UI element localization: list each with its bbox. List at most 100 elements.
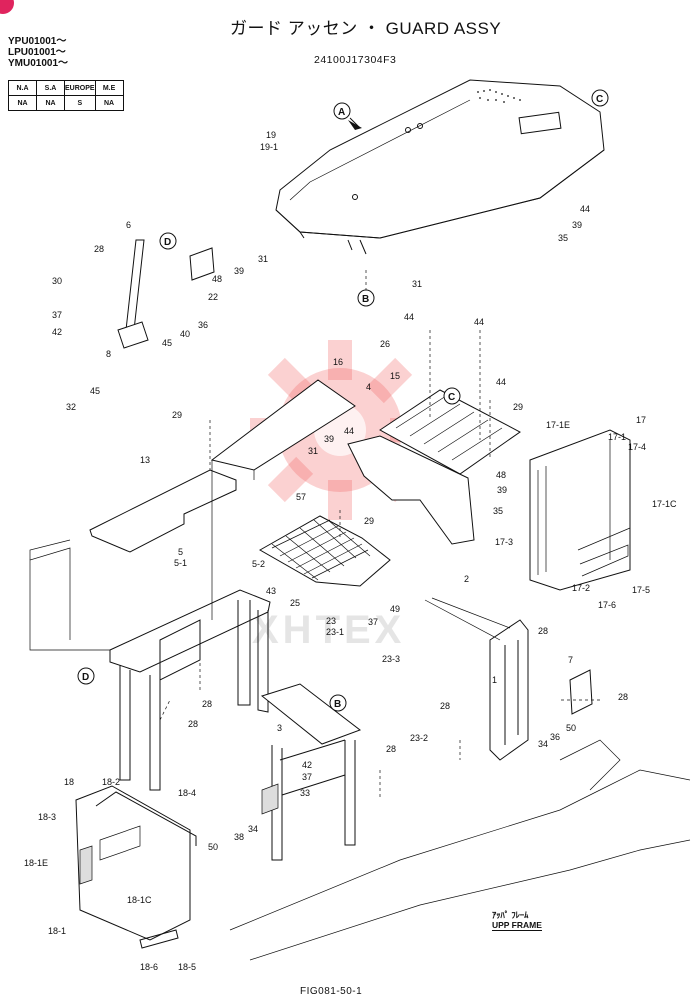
label-23-1: 23-1 (326, 627, 344, 637)
label-18-2: 18-2 (102, 777, 120, 787)
label-17-5: 17-5 (632, 585, 650, 595)
label-17-4: 17-4 (628, 442, 646, 452)
front-frame-3 (260, 683, 362, 861)
label-23-2: 23-2 (410, 733, 428, 743)
label-36-a: 36 (198, 320, 208, 330)
label-39-b: 39 (572, 220, 582, 230)
label-18-1c: 18-1C (127, 895, 152, 905)
part-labels: 1 2 3 4 5 5-1 5-2 6 7 8 13 15 16 17 17-1… (24, 130, 677, 972)
label-32: 32 (66, 402, 76, 412)
region-value-sa: NA (36, 95, 65, 111)
label-28-e: 28 (386, 744, 396, 754)
label-30: 30 (52, 276, 62, 286)
label-39-d: 39 (497, 485, 507, 495)
label-7: 7 (568, 655, 573, 665)
label-18: 18 (64, 777, 74, 787)
figure-number: FIG081-50-1 (300, 986, 363, 997)
callout-a: A (333, 102, 351, 120)
label-28-c: 28 (202, 699, 212, 709)
label-17-2: 17-2 (572, 583, 590, 593)
label-28-a: 28 (94, 244, 104, 254)
label-40: 40 (180, 329, 190, 339)
label-37-b: 37 (368, 617, 378, 627)
label-33: 33 (300, 788, 310, 798)
label-3: 3 (277, 723, 282, 733)
label-34-a: 34 (248, 824, 258, 834)
callout-b-low: B (329, 694, 347, 712)
label-29-b: 29 (513, 402, 523, 412)
watermark-text: XHTEX (252, 608, 406, 652)
region-value-me: NA (94, 95, 124, 111)
label-8: 8 (106, 349, 111, 359)
label-17: 17 (636, 415, 646, 425)
label-4: 4 (366, 382, 371, 392)
label-16: 16 (333, 357, 343, 367)
callout-d-top: D (159, 232, 177, 250)
label-22: 22 (208, 292, 218, 302)
label-29-a: 29 (172, 410, 182, 420)
label-57: 57 (296, 492, 306, 502)
region-value-row: NA NA S NA (8, 95, 124, 111)
label-44-b: 44 (404, 312, 414, 322)
region-value-na: NA (8, 95, 37, 111)
label-17-3: 17-3 (495, 537, 513, 547)
label-17-1c: 17-1C (652, 499, 677, 509)
label-17-1e: 17-1E (546, 420, 570, 430)
label-43: 43 (266, 586, 276, 596)
upper-frame-label: ｱｯﾊﾟ ﾌﾚｰﾑ UPP FRAME (492, 910, 542, 931)
svg-text:D: D (164, 237, 171, 248)
label-18-4: 18-4 (178, 788, 196, 798)
column-1 (424, 597, 529, 761)
bracket-4 (347, 435, 475, 545)
upper-frame-label-en: UPP FRAME (492, 920, 542, 931)
svg-text:C: C (596, 94, 603, 105)
panel-13 (89, 469, 237, 553)
part-code: 24100J17304F3 (314, 54, 397, 66)
mesh-panel-57 (258, 515, 391, 587)
label-18-6: 18-6 (140, 962, 158, 972)
label-6: 6 (126, 220, 131, 230)
bracket-6 (117, 239, 215, 349)
label-44-e: 44 (344, 426, 354, 436)
label-31-a: 31 (258, 254, 268, 264)
label-28-b: 28 (538, 626, 548, 636)
label-18-3: 18-3 (38, 812, 56, 822)
svg-text:B: B (362, 294, 369, 305)
label-25: 25 (290, 598, 300, 608)
label-15: 15 (390, 371, 400, 381)
label-39-c: 39 (324, 434, 334, 444)
label-2: 2 (464, 574, 469, 584)
side-panel-17 (529, 429, 631, 591)
label-29-c: 29 (364, 516, 374, 526)
label-5-1: 5-1 (174, 558, 187, 568)
serial-2: LPU01001～ (8, 47, 66, 58)
hood-cover (275, 79, 605, 255)
label-13: 13 (140, 455, 150, 465)
serial-3: YMU01001～ (8, 58, 69, 69)
label-37-a: 37 (52, 310, 62, 320)
page-title: ガード アッセン ・ GUARD ASSY (230, 19, 502, 38)
panel-16 (210, 379, 356, 471)
label-38: 38 (234, 832, 244, 842)
label-28-d: 28 (188, 719, 198, 729)
label-50-a: 50 (208, 842, 218, 852)
label-26: 26 (380, 339, 390, 349)
label-5: 5 (178, 547, 183, 557)
arrow-a-icon (348, 120, 362, 130)
region-table: N.A S.A EUROPE M.E NA NA S NA (8, 80, 124, 111)
label-18-5: 18-5 (178, 962, 196, 972)
label-42-b: 42 (302, 760, 312, 770)
label-44-c: 44 (474, 317, 484, 327)
side-panel-18 (75, 785, 197, 949)
serial-1: YPU01001～ (8, 36, 67, 47)
label-42-a: 42 (52, 327, 62, 337)
label-19-1: 19-1 (260, 142, 278, 152)
label-23-3: 23-3 (382, 654, 400, 664)
rear-frame (29, 539, 271, 791)
label-35-a: 35 (558, 233, 568, 243)
label-28-f: 28 (440, 701, 450, 711)
plate-15 (379, 389, 521, 475)
bracket-7 (569, 669, 593, 715)
label-44-d: 44 (496, 377, 506, 387)
